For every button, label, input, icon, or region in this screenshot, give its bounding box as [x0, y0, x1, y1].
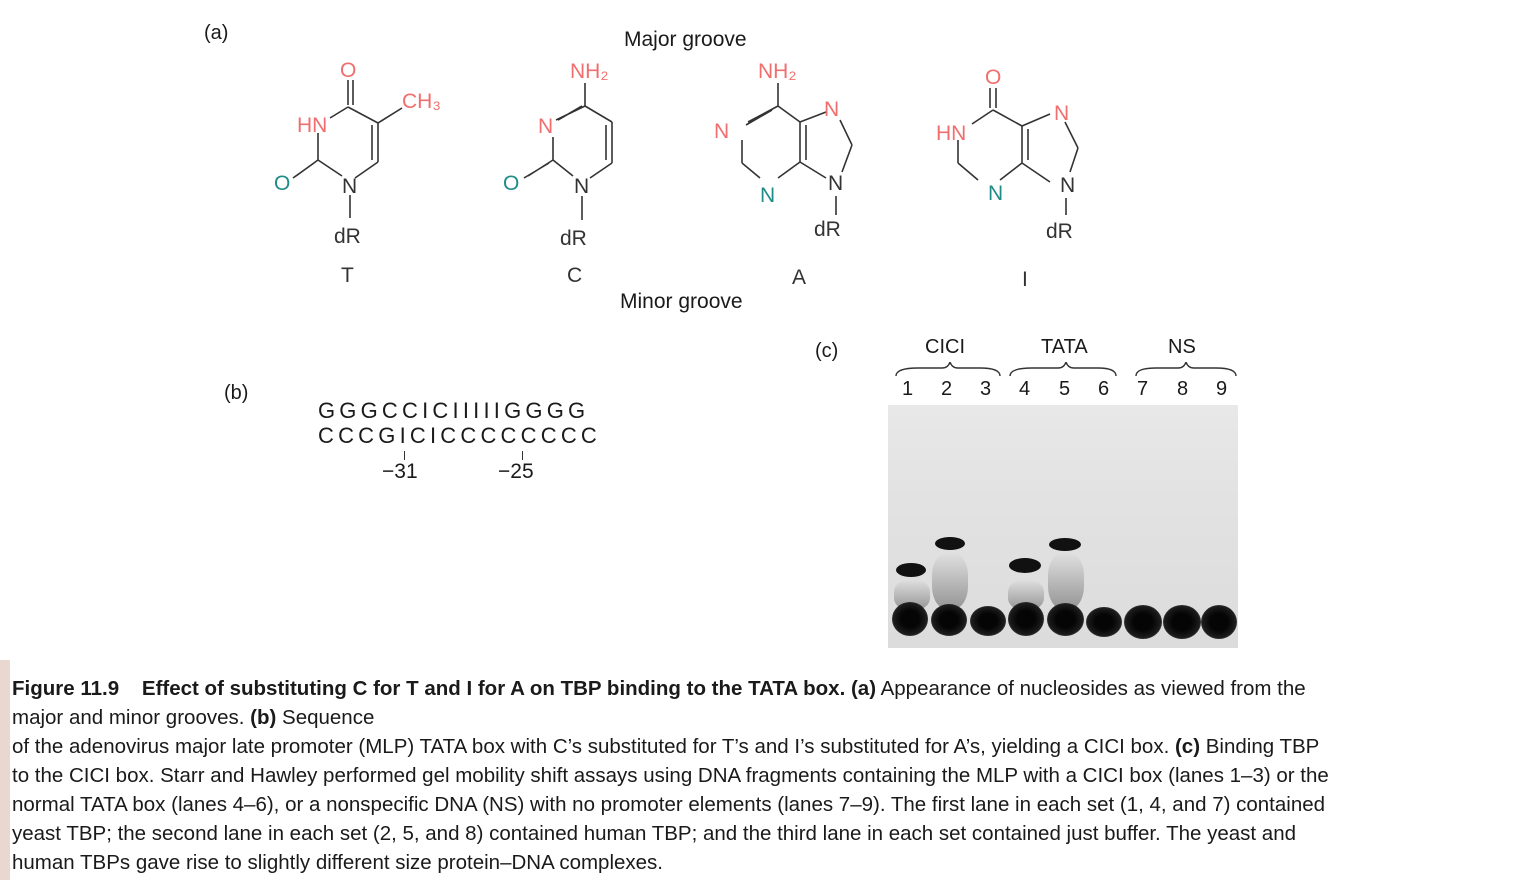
- a-n9: N: [828, 172, 843, 195]
- smear-lane-2: [932, 553, 968, 609]
- i-n7: N: [1054, 102, 1069, 125]
- figure-title: Effect of substituting C for T and I for…: [141, 677, 846, 700]
- free-probe-lane-8: [1163, 605, 1201, 639]
- i-n9: N: [1060, 174, 1075, 197]
- t-o-left: O: [274, 172, 290, 195]
- marker-minus31: −31: [382, 460, 418, 483]
- caption-c-label: (c): [1174, 735, 1201, 758]
- i-name: I: [1022, 268, 1028, 291]
- free-probe-lane-9: [1201, 605, 1237, 639]
- i-dr: dR: [1046, 220, 1073, 243]
- lane-1: 1: [902, 378, 914, 400]
- caption-b-label: (b): [250, 706, 277, 729]
- lane-4: 4: [1019, 378, 1031, 400]
- i-o-top: O: [985, 66, 1001, 89]
- lane-7: 7: [1137, 378, 1149, 400]
- group-tata: TATA: [1041, 336, 1088, 358]
- c-dr: dR: [560, 227, 587, 250]
- panel-b-label: (b): [224, 382, 249, 404]
- c-n1: N: [574, 175, 589, 198]
- group-cici: CICI: [925, 336, 965, 358]
- t-name: T: [341, 264, 354, 287]
- i-n3: N: [988, 182, 1003, 205]
- a-n3: N: [760, 184, 775, 207]
- tick-minus31: [404, 451, 405, 460]
- figure-caption: Figure 11.9 Effect of substituting C for…: [12, 674, 1517, 877]
- lane-2: 2: [941, 378, 953, 400]
- caption-line6: yeast TBP; the second lane in each set (…: [12, 822, 1296, 845]
- free-probe-lane-7: [1124, 605, 1162, 639]
- free-probe-lane-4: [1008, 602, 1044, 636]
- panel-a-label: (a): [204, 22, 229, 44]
- free-probe-lane-3: [970, 606, 1006, 636]
- lane-8: 8: [1177, 378, 1189, 400]
- figure-number: Figure 11.9: [12, 677, 120, 700]
- caption-line7: human TBPs gave rise to slightly differe…: [12, 851, 664, 874]
- lane-9: 9: [1216, 378, 1228, 400]
- caption-line2-post: Sequence: [276, 706, 375, 729]
- t-n1: N: [342, 175, 357, 198]
- a-name: A: [792, 266, 806, 289]
- complex-band-lane-5: [1049, 538, 1081, 551]
- top-strand: GGGCCICIIIIIGGGG: [318, 398, 590, 423]
- caption-bar: [0, 660, 10, 880]
- caption-line1: Appearance of nucleosides as viewed from…: [876, 677, 1306, 700]
- tick-minus25: [522, 451, 523, 460]
- marker-minus25: −25: [498, 460, 534, 483]
- i-hn: HN: [936, 122, 966, 145]
- lane-3: 3: [980, 378, 992, 400]
- t-dr: dR: [334, 225, 361, 248]
- a-n1: N: [714, 120, 729, 143]
- a-nh2: NH₂: [758, 60, 796, 83]
- c-name: C: [567, 264, 582, 287]
- t-ch3: CH₃: [402, 90, 441, 113]
- gel-image: [888, 405, 1238, 648]
- group-brackets: [895, 362, 1237, 377]
- free-probe-lane-1: [892, 602, 928, 636]
- t-o-top: O: [340, 59, 356, 82]
- major-groove-label: Major groove: [624, 28, 747, 51]
- smear-lane-5: [1048, 553, 1084, 609]
- free-probe-lane-5: [1047, 603, 1084, 636]
- complex-band-lane-2: [935, 537, 965, 550]
- caption-a-label: (a): [850, 677, 877, 700]
- caption-line4: to the CICI box. Starr and Hawley perfor…: [12, 764, 1329, 787]
- minor-groove-label: Minor groove: [620, 290, 743, 313]
- caption-line5: normal TATA box (lanes 4–6), or a nonspe…: [12, 793, 1326, 816]
- panel-c-label: (c): [815, 340, 839, 362]
- caption-line3-post: Binding TBP: [1200, 735, 1320, 758]
- c-n3: N: [538, 115, 553, 138]
- bottom-strand: CCCGICICCCCCCCC: [318, 423, 601, 448]
- lane-5: 5: [1059, 378, 1071, 400]
- a-dr: dR: [814, 218, 841, 241]
- free-probe-lane-6: [1086, 607, 1122, 637]
- complex-band-lane-4: [1009, 558, 1041, 573]
- nucleoside-structures: O CH₃ HN O N dR T NH₂ N O N dR C NH₂ N N…: [274, 59, 1079, 291]
- group-ns: NS: [1168, 336, 1196, 358]
- a-n7: N: [824, 98, 839, 121]
- caption-line2-pre: major and minor grooves.: [12, 706, 251, 729]
- caption-line3-pre: of the adenovirus major late promoter (M…: [12, 735, 1175, 758]
- t-hn: HN: [297, 114, 327, 137]
- c-o-left: O: [503, 172, 519, 195]
- c-nh2: NH₂: [570, 60, 608, 83]
- complex-band-lane-1: [896, 563, 926, 577]
- lane-6: 6: [1098, 378, 1110, 400]
- free-probe-lane-2: [931, 604, 967, 636]
